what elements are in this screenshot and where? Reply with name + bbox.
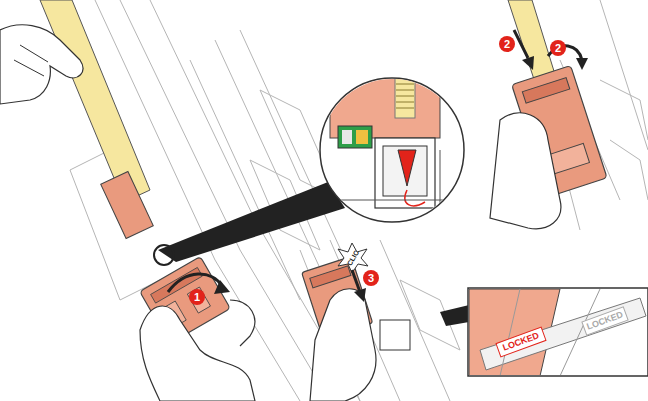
- callout-number: 2: [555, 43, 561, 54]
- callout-number: 3: [368, 273, 374, 284]
- callout-number: 2: [504, 39, 510, 50]
- callout-number: 1: [194, 292, 200, 303]
